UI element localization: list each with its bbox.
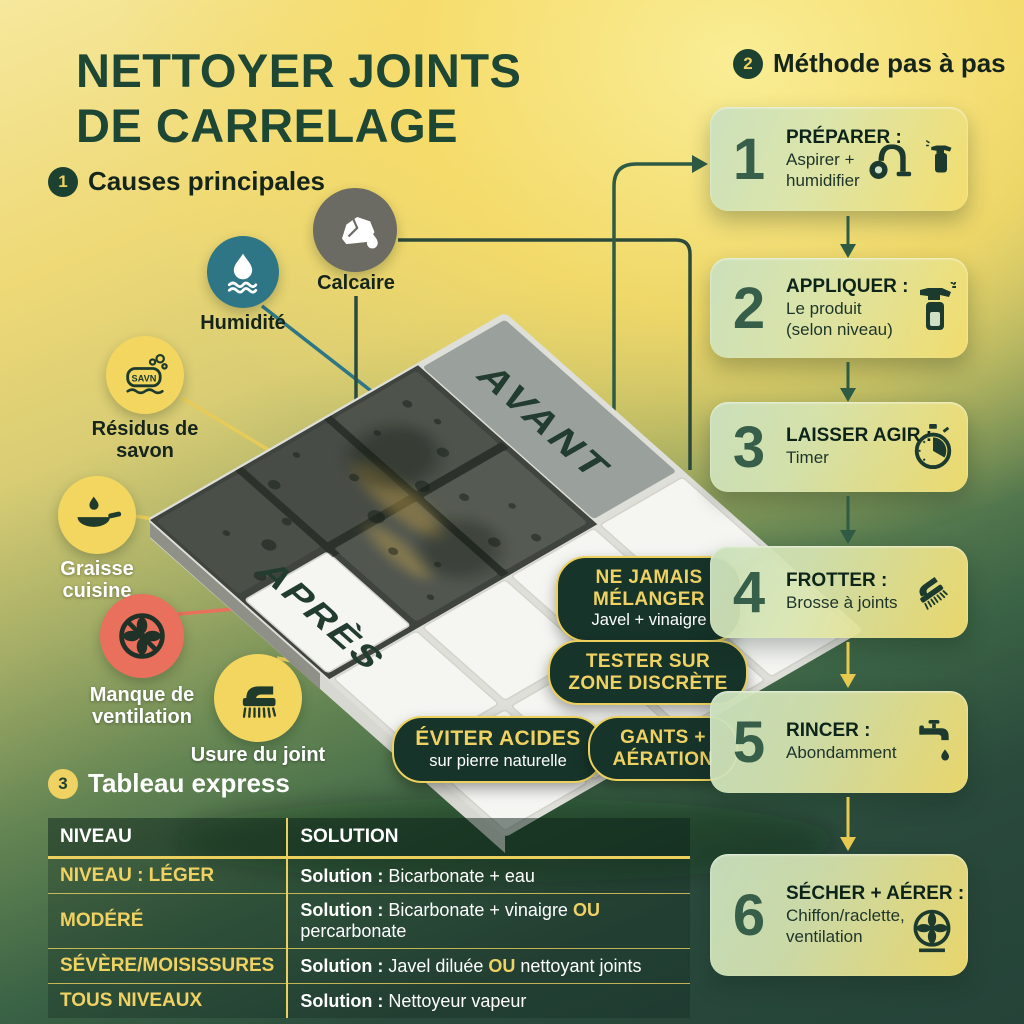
step-desc: Brosse à joints [786, 593, 898, 613]
warning-avoid-acids: ÉVITER ACIDES sur pierre naturelle [392, 716, 604, 783]
warning-text: GANTS + [620, 727, 706, 748]
section-number-badge: 1 [48, 166, 78, 197]
section-table-header: 3 Tableau express [48, 768, 290, 799]
step-desc: Le produit (selon niveau) [786, 298, 893, 339]
vacuum-icon [864, 137, 956, 181]
flow-arrow-4-5 [838, 642, 858, 693]
page-title-line1: NETTOYER JOINTS [76, 44, 522, 97]
cause-label-grease: Graisse cuisine [60, 558, 134, 603]
warning-test-zone: TESTER SUR ZONE DISCRÈTE [548, 640, 748, 706]
table-cell-level: NIVEAU : LÉGER [48, 857, 288, 894]
warning-subtext: Javel + vinaigre [591, 611, 707, 630]
step-title: LAISSER AGIR : [786, 425, 933, 447]
faucet-icon [912, 717, 956, 767]
avant-to-step1-arrow [612, 155, 708, 420]
step-number: 1 [732, 126, 766, 192]
cause-label-limestone: Calcaire [317, 272, 395, 294]
table-cell-solution: Solution : Javel diluée OU nettoyant joi… [286, 948, 690, 984]
table-cell-level: SÉVÈRE/MOISISSURES [48, 948, 288, 984]
warning-subtext: sur pierre naturelle [429, 751, 567, 770]
table-header-solution: SOLUTION [286, 818, 690, 859]
table-cell-solution: Solution : Bicarbonate + vinaigre OU per… [286, 893, 690, 949]
warning-text: NE JAMAIS [595, 567, 703, 588]
spray-bottle-icon [926, 140, 952, 173]
step-number: 4 [732, 559, 766, 625]
section-causes-header: 1 Causes principales [48, 166, 325, 197]
page-title: NETTOYER JOINTS DE CARRELAGE [76, 44, 521, 153]
step-desc: Chiffon/raclette, ventilation [786, 905, 905, 946]
brush-icon [908, 568, 956, 616]
flow-arrow-3-4 [838, 496, 858, 549]
step-desc: Abondamment [786, 743, 897, 763]
step-card-6: 6 SÉCHER + AÉRER : Chiffon/raclette, ven… [710, 854, 968, 976]
step-card-3: 3 LAISSER AGIR : Timer [710, 402, 968, 492]
fan-icon [908, 906, 956, 954]
mold-spots [222, 400, 542, 601]
step-number: 2 [732, 275, 766, 341]
grease-icon [58, 476, 136, 554]
soap-brand-text: SAVN [131, 374, 156, 384]
section-method-label: Méthode pas à pas [773, 48, 1006, 78]
step-title: APPLIQUER : [786, 275, 909, 297]
cause-label-humidity: Humidité [200, 312, 286, 334]
warning-text: ZONE DISCRÈTE [568, 672, 728, 694]
step-title: SÉCHER + AÉRER : [786, 882, 965, 904]
section-number-badge: 3 [48, 768, 78, 799]
warning-text: MÉLANGER [593, 588, 705, 610]
step-number: 3 [732, 414, 766, 480]
cause-label-ventilation: Manque de ventilation [89, 684, 195, 729]
step-title: RINCER : [786, 720, 871, 742]
flow-arrow-2-3 [838, 362, 858, 407]
table-header-level: NIVEAU [48, 818, 288, 859]
table-cell-solution: Solution : Bicarbonate + eau [286, 857, 690, 894]
table-cell-solution: Solution : Nettoyeur vapeur [286, 983, 690, 1018]
soap-icon: SAVN [106, 336, 184, 414]
step-number: 6 [732, 882, 766, 948]
flow-arrow-5-6 [838, 797, 858, 856]
table-cell-level: TOUS NIVEAUX [48, 983, 288, 1018]
table-cell-level: MODÉRÉ [48, 893, 288, 949]
tile-slab-edge-dark [150, 520, 320, 689]
limestone-icon [313, 188, 397, 272]
step-desc: Aspirer + humidifier [786, 149, 860, 190]
step-card-1: 1 PRÉPARER : Aspirer + humidifier [710, 107, 968, 211]
section-number-badge: 2 [733, 48, 763, 79]
humidity-icon [207, 236, 279, 308]
warning-text: AÉRATION [612, 748, 714, 770]
table-header-row: NIVEAU SOLUTION [48, 818, 690, 859]
tile-stains [349, 425, 502, 580]
section-method-header: 2 Méthode pas à pas [733, 48, 1006, 79]
warning-text: ÉVITER ACIDES [415, 727, 581, 750]
step-card-4: 4 FROTTER : Brosse à joints [710, 546, 968, 638]
section-table-label: Tableau express [88, 768, 290, 798]
step-card-5: 5 RINCER : Abondamment [710, 691, 968, 793]
step-title: FROTTER : [786, 570, 888, 592]
joint-wear-icon [214, 654, 302, 742]
step-title: PRÉPARER : [786, 126, 902, 148]
page-title-line2: DE CARRELAGE [76, 98, 459, 152]
step-desc: Timer [786, 448, 829, 468]
cause-label-soap: Résidus de savon [91, 418, 199, 463]
step-number: 5 [732, 709, 766, 775]
warning-text: TESTER SUR [585, 651, 711, 672]
cause-label-joint-wear: Usure du joint [190, 744, 326, 766]
tile-avant [424, 320, 675, 519]
spray-bottle-icon [912, 282, 956, 334]
stopwatch-icon [910, 422, 956, 472]
flow-arrow-1-2 [838, 216, 858, 263]
step-card-2: 2 APPLIQUER : Le produit (selon niveau) [710, 258, 968, 358]
section-causes-label: Causes principales [88, 166, 325, 196]
no-ventilation-icon [100, 594, 184, 678]
